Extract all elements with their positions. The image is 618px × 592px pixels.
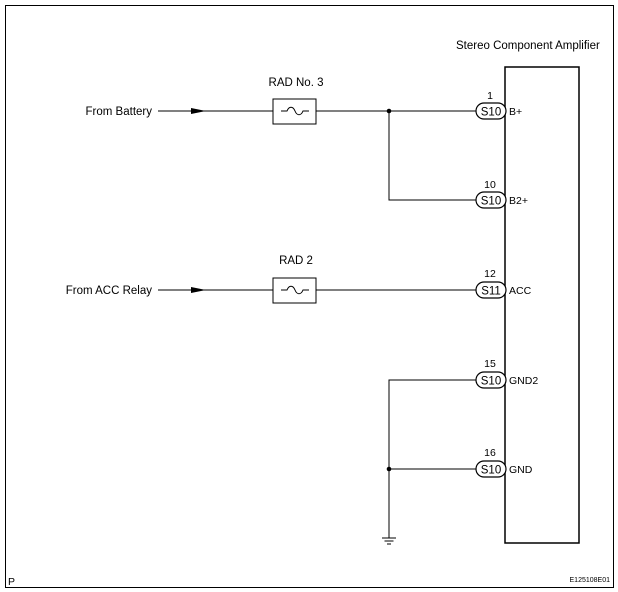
pin-number: 10 [484,179,496,191]
connector-badge [475,102,507,120]
connector-badge [475,371,507,389]
stereo-amplifier-block [504,66,580,544]
terminal-label: B2+ [509,195,528,207]
connector-pin-15: 15 S10 GND2 [475,358,538,389]
from-acc-relay-label: From ACC Relay [66,285,153,297]
terminal-label: GND2 [509,375,538,387]
fuse-rad2-symbol [281,285,309,295]
pin-number: 15 [484,358,496,370]
connector-pin-12: 12 S11 ACC [475,268,532,299]
ground-wire [388,379,476,538]
pin-number: 1 [487,90,493,102]
connector-badge [475,281,507,299]
fuse-rad-no3-symbol [281,106,309,116]
connector-code: S10 [481,107,501,119]
terminal-label: GND [509,464,533,476]
fuse-rad2-label: RAD 2 [279,255,313,267]
from-battery-label: From Battery [86,106,153,118]
connector-pin-16: 16 S10 GND [475,447,533,478]
connector-code: S11 [481,286,501,298]
component-title: Stereo Component Amplifier [456,40,600,52]
connector-code: S10 [481,465,501,477]
corner-mark: P [8,576,15,588]
ground-icon [382,537,396,545]
battery-direction-arrow [191,108,206,114]
battery-branch-wire [388,111,476,201]
terminal-label: B+ [509,106,522,118]
pin-number: 12 [484,268,496,280]
fuse-rad-no3-label: RAD No. 3 [269,77,324,89]
diagram-frame [5,5,614,588]
ground-splice [386,466,392,472]
connector-pin-10: 10 S10 B2+ [475,179,528,209]
connector-badge [475,460,507,478]
connector-badge [475,191,507,209]
fuse-rad-no3 [272,98,317,125]
terminal-label: ACC [509,285,532,297]
connector-code: S10 [481,376,501,388]
connector-pin-1: 1 S10 B+ [475,90,522,120]
connector-code: S10 [481,196,501,208]
pin-number: 16 [484,447,496,459]
acc-direction-arrow [191,287,206,293]
fuse-rad2 [272,277,317,304]
figure-id: E125108E01 [570,577,611,584]
